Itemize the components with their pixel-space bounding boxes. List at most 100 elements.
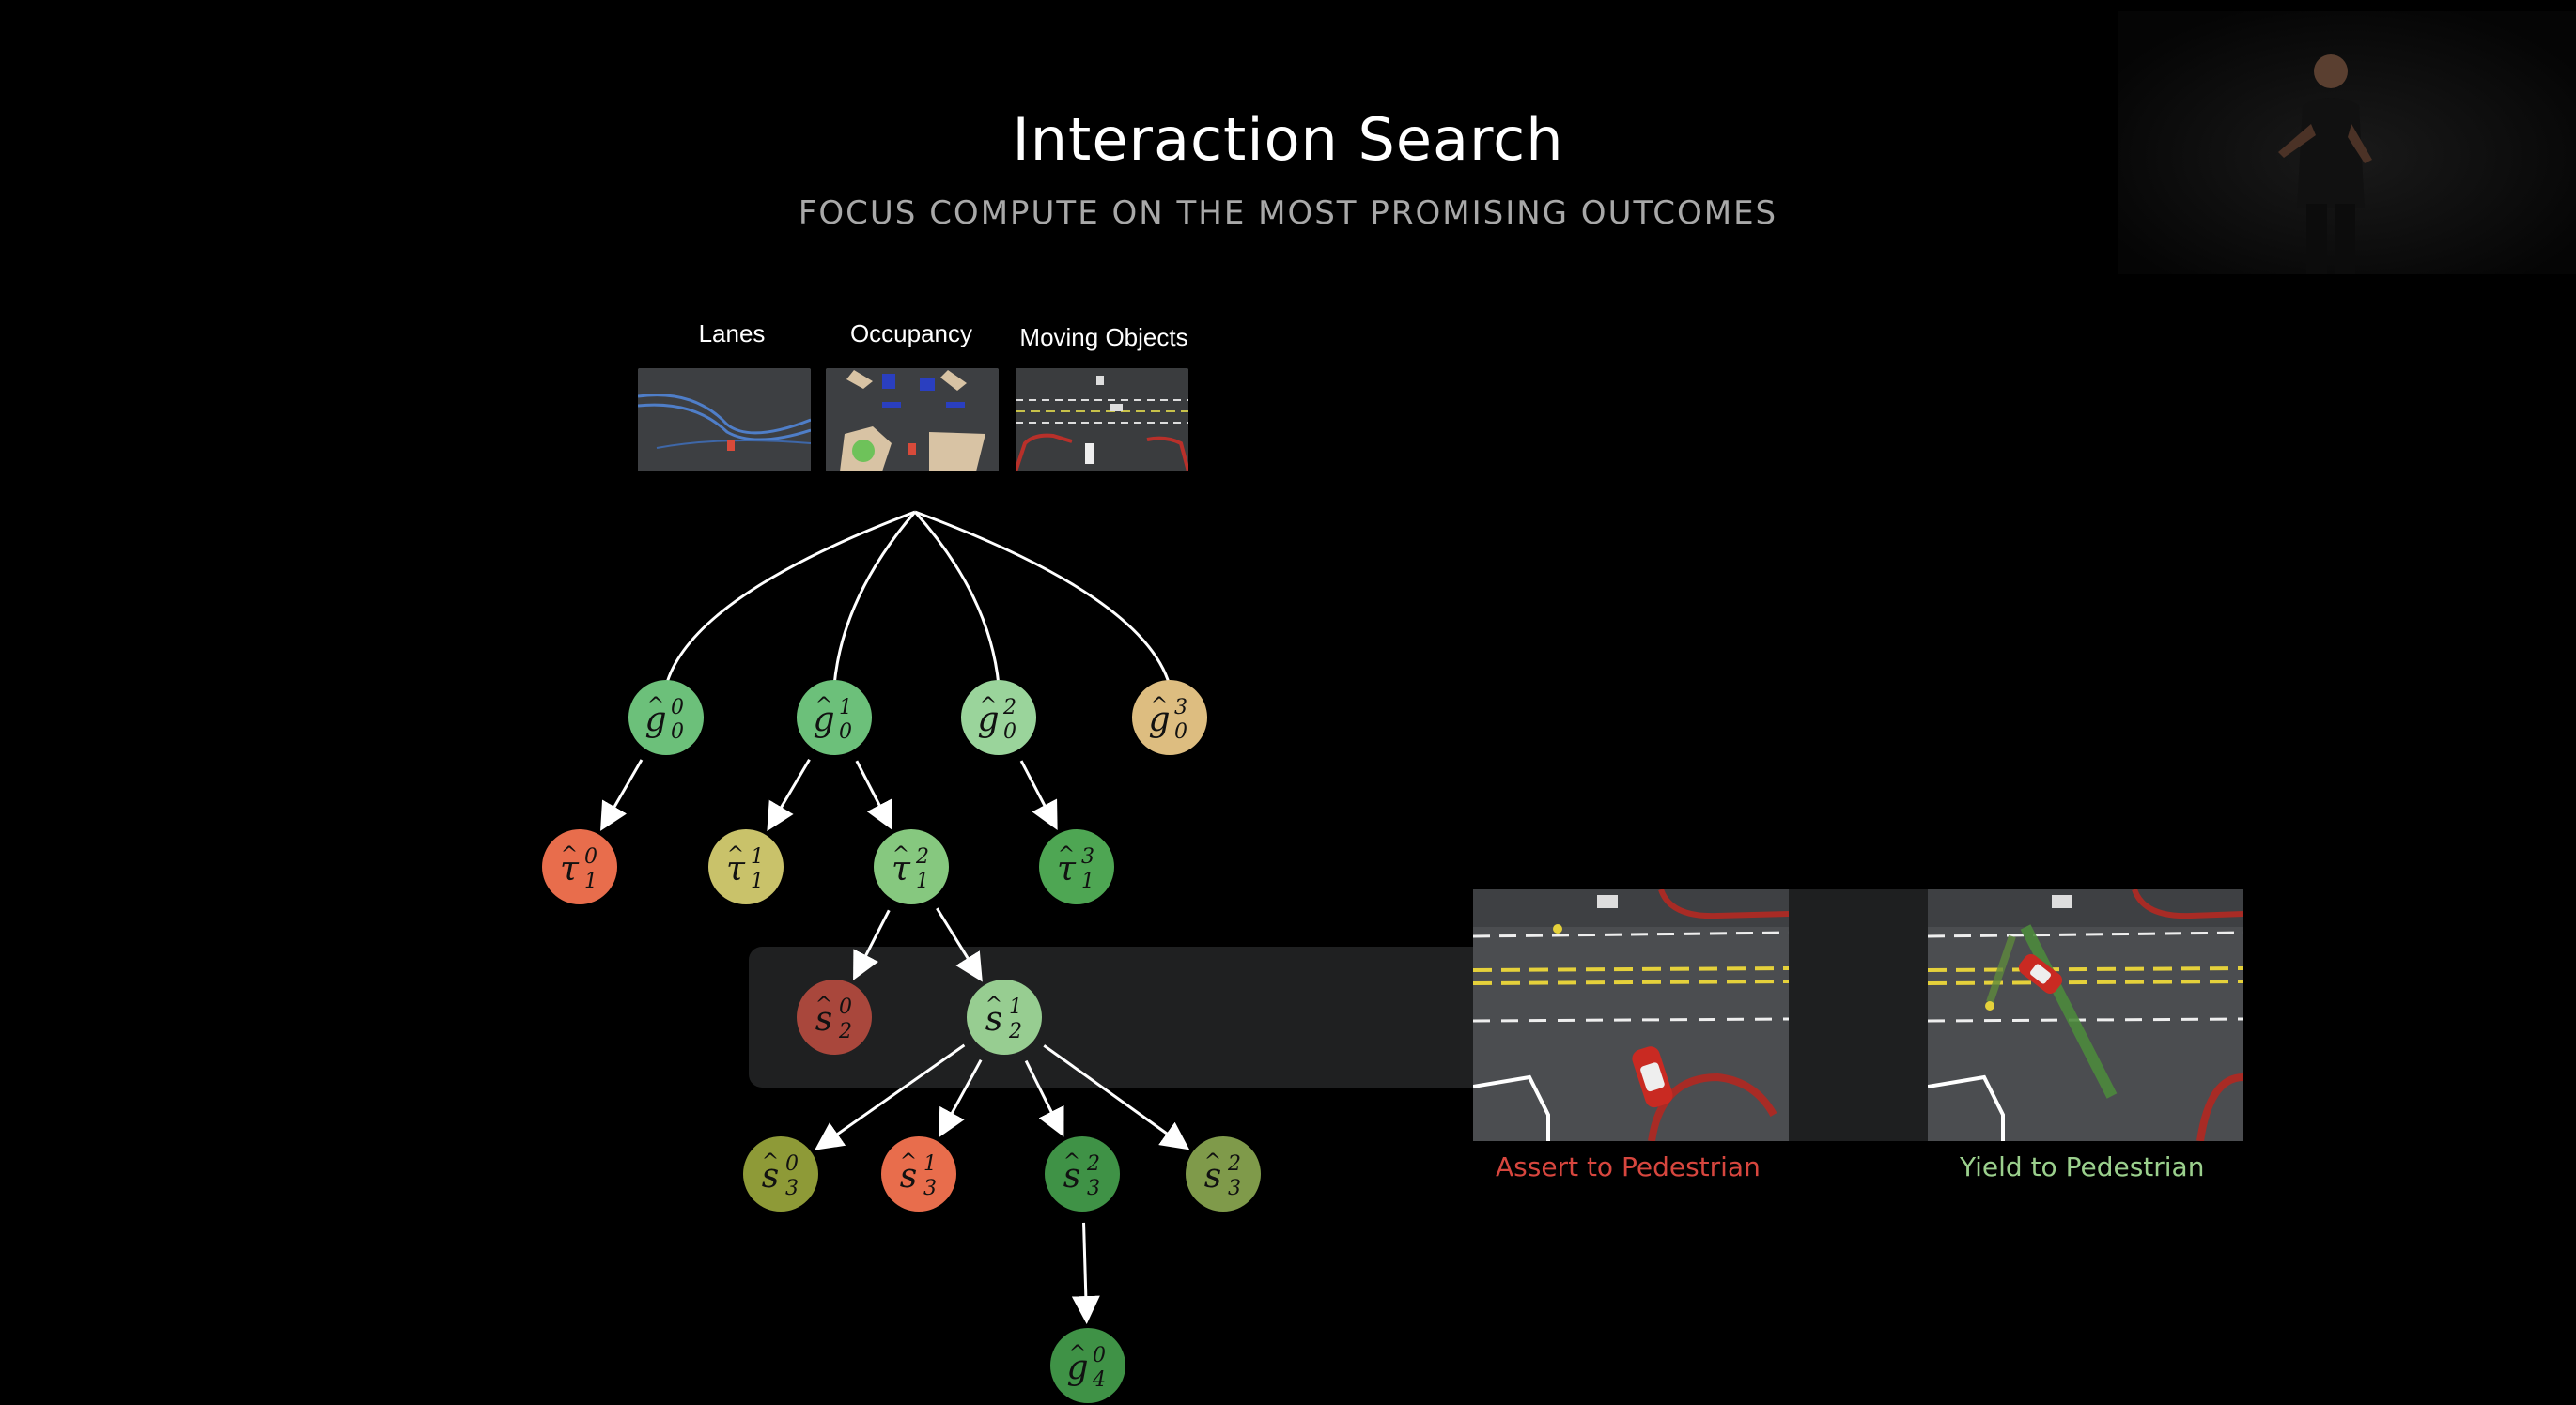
- node-symbol: s: [985, 1000, 1002, 1039]
- node-subscript: 3: [1228, 1177, 1241, 1200]
- node-superscript: 0: [839, 996, 852, 1019]
- slide-title: Interaction Search: [1012, 105, 1564, 174]
- node-circle: [797, 980, 872, 1055]
- svg-text:^: ^: [815, 994, 832, 1017]
- node-symbol: s: [1204, 1157, 1221, 1196]
- node-subscript: 1: [916, 870, 929, 893]
- node-symbol: g: [644, 701, 666, 739]
- rollout-separator: [1789, 889, 1928, 1141]
- node-subscript: 0: [1003, 720, 1016, 744]
- node-superscript: 2: [1002, 696, 1016, 719]
- moving-objects-thumbnail: [1016, 368, 1188, 471]
- input-label-moving-objects: Moving Objects: [1019, 323, 1188, 351]
- node-subscript: 0: [671, 720, 684, 744]
- node-superscript: 1: [1009, 996, 1022, 1019]
- tree-arrow: [855, 760, 892, 830]
- node-superscript: 2: [915, 845, 929, 869]
- tree-edge: [664, 510, 916, 687]
- node-circle: [542, 829, 617, 904]
- tree-edge: [832, 511, 917, 687]
- node-symbol: s: [762, 1157, 779, 1196]
- node-superscript: 3: [1174, 696, 1187, 719]
- node-subscript: 1: [1081, 870, 1094, 893]
- svg-text:^: ^: [980, 694, 997, 718]
- tree-arrow: [600, 759, 644, 831]
- node-symbol: τ: [726, 850, 746, 888]
- tree-edge: [913, 511, 1001, 687]
- yield-caption: Yield to Pedestrian: [1960, 1151, 2205, 1182]
- node-superscript: 1: [751, 845, 764, 869]
- node-subscript: 0: [839, 720, 852, 744]
- node-subscript: 1: [584, 870, 597, 893]
- node-subscript: 1: [751, 870, 764, 893]
- node-symbol: s: [815, 1000, 832, 1039]
- assert-rollout-image: [1473, 889, 1789, 1141]
- node-subscript: 2: [1008, 1020, 1022, 1043]
- node-circle: [1039, 829, 1114, 904]
- node-subscript: 3: [923, 1177, 937, 1200]
- node-circle: [1186, 1136, 1261, 1212]
- tree-arrow: [853, 909, 891, 980]
- svg-text:^: ^: [1204, 1150, 1221, 1174]
- node-subscript: 2: [838, 1020, 852, 1043]
- svg-text:^: ^: [815, 694, 832, 718]
- tree-arrow: [1071, 1222, 1100, 1325]
- node-symbol: g: [813, 701, 834, 739]
- node-superscript: 0: [671, 696, 684, 719]
- svg-text:^: ^: [900, 1150, 917, 1174]
- slide-subtitle: FOCUS COMPUTE ON THE MOST PROMISING OUTC…: [798, 194, 1778, 232]
- node-circle: [1050, 1328, 1125, 1403]
- node-superscript: 2: [1227, 1152, 1241, 1176]
- node-circle: [797, 680, 872, 755]
- svg-text:^: ^: [1063, 1150, 1080, 1174]
- svg-text:^: ^: [1069, 1342, 1086, 1366]
- lanes-thumbnail: [638, 368, 811, 471]
- node-superscript: 0: [584, 845, 597, 869]
- node-superscript: 0: [785, 1152, 799, 1176]
- tree-arrow: [939, 1058, 983, 1138]
- node-superscript: 0: [1093, 1344, 1106, 1367]
- tree-arrow: [1024, 1059, 1064, 1137]
- node-superscript: 3: [1081, 845, 1094, 869]
- svg-text:^: ^: [1151, 694, 1168, 718]
- input-label-lanes: Lanes: [698, 319, 766, 347]
- node-circle: [967, 980, 1042, 1055]
- svg-text:^: ^: [647, 694, 664, 718]
- node-symbol: τ: [1057, 850, 1077, 888]
- input-label-occupancy: Occupancy: [849, 319, 973, 347]
- node-symbol: s: [1063, 1157, 1080, 1196]
- occupancy-thumbnail: [826, 368, 999, 471]
- node-subscript: 3: [785, 1177, 799, 1200]
- assert-caption: Assert to Pedestrian: [1496, 1151, 1761, 1182]
- node-symbol: g: [1066, 1349, 1088, 1387]
- node-symbol: s: [900, 1157, 917, 1196]
- node-circle: [743, 1136, 818, 1212]
- node-symbol: g: [977, 701, 999, 739]
- node-circle: [881, 1136, 956, 1212]
- node-superscript: 2: [1086, 1152, 1100, 1176]
- node-subscript: 4: [1092, 1368, 1106, 1392]
- svg-text:^: ^: [762, 1150, 779, 1174]
- node-circle: [1132, 680, 1207, 755]
- svg-text:^: ^: [985, 994, 1002, 1017]
- node-circle: [874, 829, 949, 904]
- tree-edge: [914, 510, 1172, 687]
- tree-arrow: [1019, 760, 1058, 830]
- node-circle: [961, 680, 1036, 755]
- tree-arrow: [936, 907, 983, 982]
